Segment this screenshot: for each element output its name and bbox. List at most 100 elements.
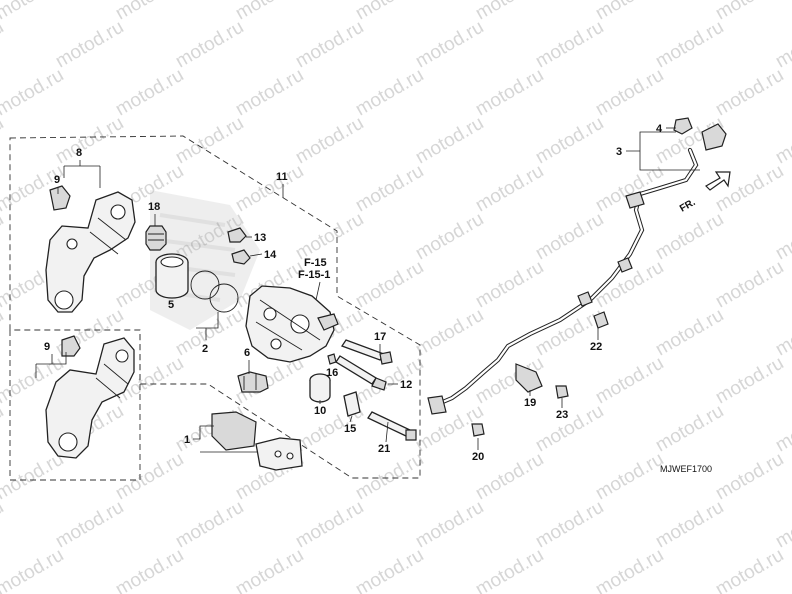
watermark-text: motod.ru [532, 17, 607, 73]
watermark-text: motod.ru [172, 17, 247, 73]
watermark-text: motod.ru [0, 113, 7, 169]
watermark-text: motod.ru [352, 161, 427, 217]
callout-3: 3 [616, 146, 622, 158]
reference-f15: F-15 [304, 257, 327, 269]
watermark-text: motod.ru [412, 305, 487, 361]
caliper-pins [309, 339, 417, 441]
watermark-text: motod.ru [0, 449, 67, 505]
callout-2: 2 [202, 343, 208, 355]
watermark-text: motod.ru [0, 65, 67, 121]
watermark-text: motod.ru [0, 305, 7, 361]
watermark-text: motod.ru [772, 305, 792, 361]
watermark-text: motod.ru [292, 113, 367, 169]
watermark-text: motod.ru [532, 401, 607, 457]
watermark-text: motod.ru [412, 209, 487, 265]
watermark-text: motod.ru [292, 497, 367, 553]
watermark-text: motod.ru [352, 545, 427, 594]
watermark-text: motod.ru [0, 401, 7, 457]
watermark-text: motod.ru [472, 65, 547, 121]
callout-9-upper: 9 [54, 174, 60, 186]
watermark-text: motod.ru [652, 209, 727, 265]
callout-4: 4 [656, 123, 663, 135]
watermark-text: motod.ru [712, 0, 787, 24]
watermark-text: motod.ru [0, 545, 67, 594]
callout-13: 13 [254, 232, 266, 244]
watermark-text: motod.ru [232, 161, 307, 217]
watermark-text: motod.ru [352, 257, 427, 313]
callout-19: 19 [524, 397, 536, 409]
callout-8: 8 [76, 147, 82, 159]
watermark-text: motod.ru [352, 65, 427, 121]
watermark-text: motod.ru [532, 497, 607, 553]
assembly-outline [9, 135, 421, 481]
piston-seals [190, 270, 239, 313]
callout-11: 11 [276, 171, 288, 183]
watermark-text: motod.ru [592, 0, 667, 24]
watermark-text: motod.ru [112, 0, 187, 24]
watermark-text: motod.ru [292, 17, 367, 73]
watermark-text: motod.ru [0, 209, 7, 265]
watermark-text: motod.ru [352, 0, 427, 24]
watermark-text: motod.ru [52, 113, 127, 169]
watermark-text: motod.ru [772, 113, 792, 169]
watermark-text: motod.ru [712, 545, 787, 594]
watermark-text: motod.ru [652, 17, 727, 73]
watermark-text: motod.ru [712, 449, 787, 505]
watermark-text: motod.ru [592, 449, 667, 505]
watermark-text: motod.ru [772, 401, 792, 457]
watermark-text: motod.ru [412, 113, 487, 169]
watermark-text: motod.ru [472, 257, 547, 313]
callout-23: 23 [556, 409, 568, 421]
watermark-text: motod.ru [412, 497, 487, 553]
callout-22: 22 [590, 341, 602, 353]
watermark-text: motod.ru [52, 17, 127, 73]
watermark-text: motod.ru [472, 0, 547, 24]
watermark-text: motod.ru [712, 257, 787, 313]
watermark-text: motod.ru [172, 497, 247, 553]
watermark-text: motod.ru [472, 161, 547, 217]
watermark-text: motod.ru [112, 449, 187, 505]
watermark-text: motod.ru [0, 17, 7, 73]
diagram-code: MJWEF1700 [660, 464, 712, 474]
watermark-text: motod.ru [172, 113, 247, 169]
watermark-text: motod.ru [712, 65, 787, 121]
callout-12: 12 [400, 379, 412, 391]
callout-5: 5 [168, 299, 174, 311]
watermark-text: motod.ru [292, 209, 367, 265]
bleeder-parts [227, 227, 251, 265]
pad-spring [237, 371, 269, 393]
watermark-text: motod.ru [592, 65, 667, 121]
watermark-text: motod.ru [532, 113, 607, 169]
watermark-text: motod.ru [592, 545, 667, 594]
callout-21: 21 [378, 443, 390, 455]
watermark-text: motod.ru [52, 497, 127, 553]
callout-9-lower: 9 [44, 341, 50, 353]
watermark-text: motod.ru [112, 65, 187, 121]
front-marker-label: FR. [678, 197, 698, 215]
brake-pads [211, 411, 303, 471]
watermark-text: motod.ru [772, 17, 792, 73]
callout-14: 14 [264, 249, 277, 261]
caliper-bracket-lower [45, 335, 135, 459]
watermark-text: motod.ru [532, 209, 607, 265]
watermark-text: motod.ru [772, 497, 792, 553]
watermark-text: motod.ru [472, 545, 547, 594]
watermark-text: motod.ru [652, 401, 727, 457]
callout-15: 15 [344, 423, 356, 435]
watermark-text: motod.ru [592, 353, 667, 409]
callout-1: 1 [184, 434, 190, 446]
watermark-text: motod.ru [412, 17, 487, 73]
watermark-text: motod.ru [352, 449, 427, 505]
callout-20: 20 [472, 451, 484, 463]
watermark-text: motod.ru [112, 545, 187, 594]
callout-18: 18 [148, 201, 160, 213]
caliper-piston [155, 253, 189, 299]
watermark-text: motod.ru [0, 0, 67, 24]
watermark-text: motod.ru [232, 0, 307, 24]
callout-17: 17 [374, 331, 386, 343]
callout-6: 6 [244, 347, 250, 359]
watermark-text: motod.ru [652, 305, 727, 361]
reference-f15-1: F-15-1 [298, 269, 330, 281]
